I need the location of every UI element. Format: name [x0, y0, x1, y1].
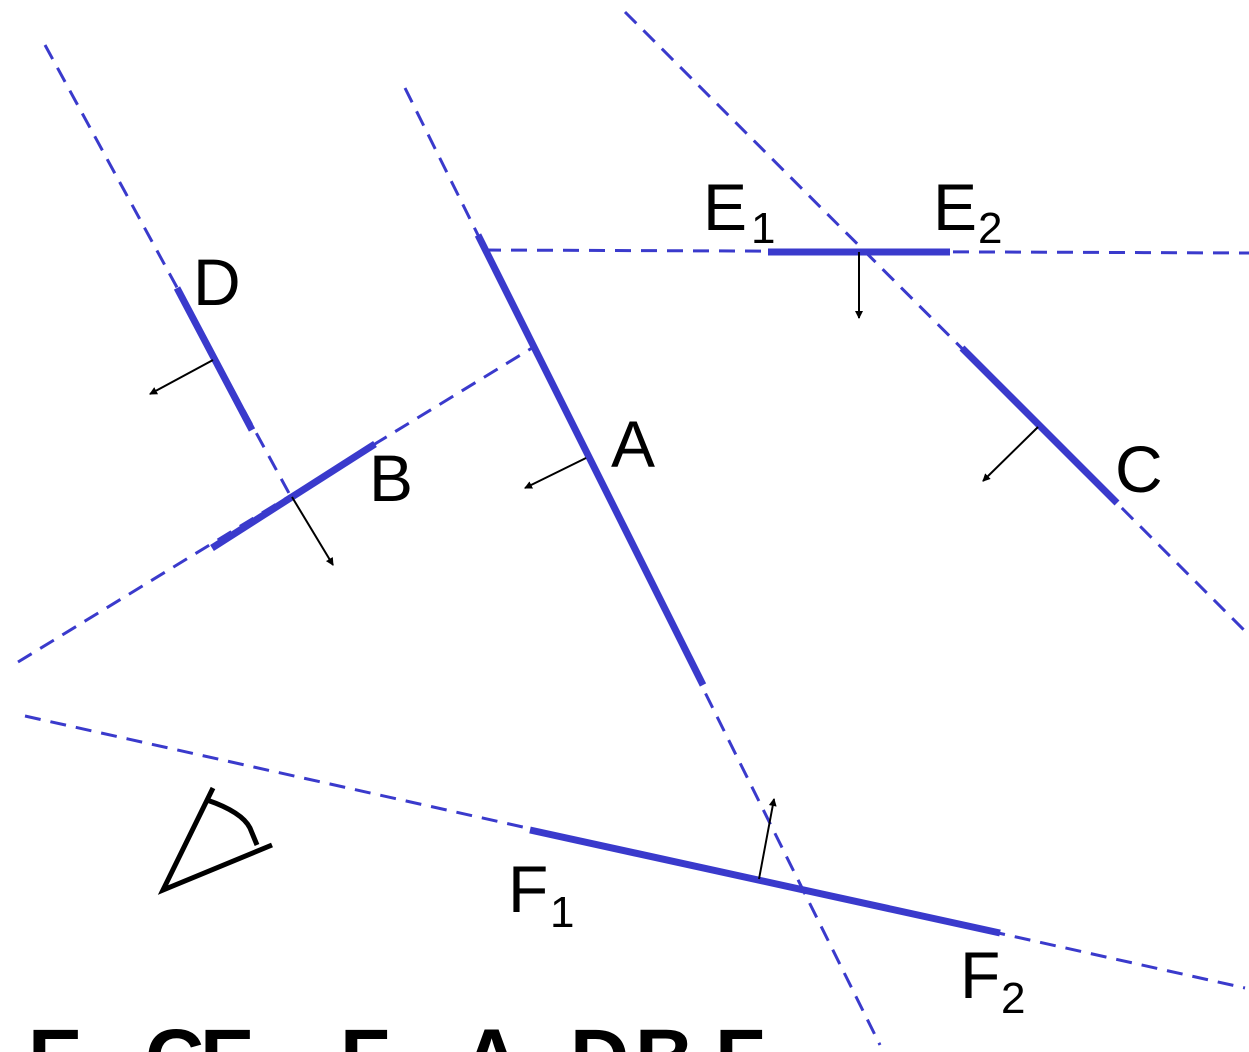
- order-item: D: [570, 1013, 629, 1052]
- order-item: B: [635, 1013, 694, 1052]
- dashed-line-e: [484, 248, 1249, 255]
- label-f1: F: [508, 852, 548, 926]
- segment-c: [959, 345, 1120, 506]
- eye-viewpoint-icon: [157, 786, 273, 895]
- segment-b: [210, 441, 377, 551]
- label-e2: E: [933, 170, 977, 244]
- order-item: A: [462, 1013, 521, 1052]
- label-f2: F: [960, 938, 1000, 1012]
- dashed-lines: [17, 10, 1249, 1046]
- segment-d: [173, 286, 256, 432]
- order-item: C: [145, 1013, 204, 1052]
- label-b: B: [369, 441, 413, 515]
- normal-arrows: [149, 252, 1039, 880]
- order-item: F: [340, 1013, 390, 1052]
- label-a: A: [611, 407, 655, 481]
- label-e1: E: [703, 170, 747, 244]
- segment-f: [529, 826, 1001, 937]
- normal-arrow-f: [758, 798, 777, 880]
- dashed-line-c: [623, 10, 1249, 637]
- labels: D A B C E 1 E 2 F 1 F 2: [193, 170, 1163, 1023]
- normal-arrow-c: [982, 426, 1039, 482]
- order-item: E: [200, 1013, 255, 1052]
- label-f2-sub: 2: [1001, 974, 1025, 1023]
- label-c: C: [1115, 432, 1163, 506]
- label-e1-sub: 1: [751, 204, 775, 253]
- order-item: F: [715, 1013, 765, 1052]
- order-item: E: [28, 1013, 83, 1052]
- traversal-order: E C E F A D B F: [28, 1013, 765, 1052]
- label-d: D: [193, 245, 241, 319]
- normal-arrow-d: [149, 359, 214, 395]
- segment-a: [474, 233, 707, 687]
- label-e2-sub: 2: [978, 204, 1002, 253]
- segments: [173, 233, 1120, 937]
- normal-arrow-b: [291, 496, 334, 566]
- normal-arrow-a: [524, 457, 587, 489]
- label-f1-sub: 1: [550, 888, 574, 937]
